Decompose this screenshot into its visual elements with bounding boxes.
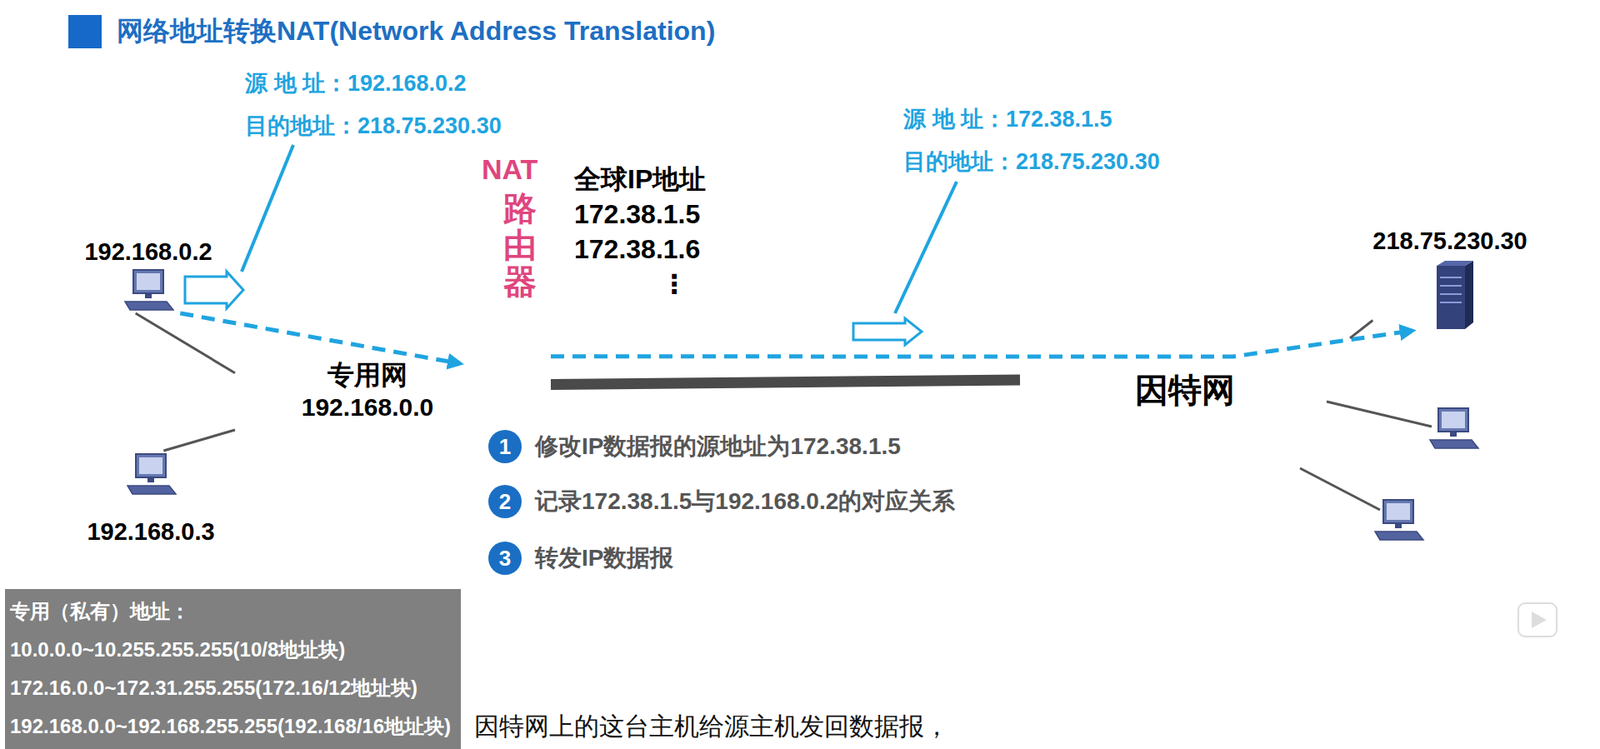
device-name: NAT	[481, 153, 538, 186]
step-text: 记录172.38.1.5与192.168.0.2的对应关系	[535, 487, 955, 516]
step-number: 2	[488, 485, 522, 519]
node-label: 192.168.0.2	[84, 237, 212, 267]
host-icon	[1375, 500, 1424, 540]
leader-line	[241, 145, 294, 272]
packet-icon	[853, 318, 922, 345]
node-text: 10.0.0.0~10.255.255.255(10/8地址块)	[10, 630, 345, 670]
node-text: 172.38.1.5	[574, 196, 700, 232]
step-number: 3	[488, 541, 522, 575]
node-text: 192.168.0.0	[301, 391, 434, 424]
dashed-arrow	[180, 313, 460, 364]
callout-text: 目的地址：218.75.230.30	[245, 110, 502, 141]
network-cloud: 专用网192.168.0.0	[235, 300, 500, 463]
callout-bubble: 全球IP地址172.38.1.5172.38.1.6⋮	[560, 153, 720, 312]
callout-text: 源 地 址：192.168.0.2	[245, 68, 467, 99]
callout-text: 源 地 址：172.38.1.5	[903, 104, 1113, 135]
node-text: 192.168.0.0~192.168.255.255(192.168/16地址…	[10, 707, 451, 746]
node-label: ROUTER	[487, 395, 523, 405]
wire	[163, 430, 235, 451]
wire	[1300, 468, 1380, 510]
wire	[550, 380, 1020, 385]
callout-number: 3	[499, 545, 511, 572]
wire	[1326, 401, 1432, 427]
host-icon	[1430, 408, 1479, 449]
server-icon	[1425, 259, 1475, 331]
step-number: 1	[488, 430, 522, 464]
wire	[1350, 320, 1373, 339]
host-node: 192.168.0.3	[86, 450, 215, 547]
node-text: 172.16.0.0~172.31.255.255(172.16/12地址块)	[10, 669, 418, 708]
node-text: ⋮	[660, 266, 688, 302]
node-text: 172.38.1.6	[574, 231, 700, 267]
host-node: 192.168.0.2	[84, 237, 212, 314]
dashed-arrow	[550, 330, 1412, 357]
step-text: 转发IP数据报	[535, 544, 674, 573]
leader-line	[895, 181, 957, 314]
step-text: 修改IP数据报的源地址为172.38.1.5	[535, 432, 901, 461]
host-icon	[124, 450, 178, 498]
callout-text: 目的地址：218.75.230.30	[903, 146, 1160, 177]
node-label: 192.168.0.3	[86, 517, 215, 547]
node-label: 专用网	[327, 358, 408, 392]
network-cloud: 因特网	[1020, 260, 1350, 521]
note-panel: 专用（私有）地址：10.0.0.0~10.255.255.255(10/8地址块…	[5, 589, 461, 749]
wire	[135, 313, 235, 374]
packet-icon	[185, 271, 244, 309]
title-square	[68, 15, 102, 49]
callout-number: 1	[499, 434, 511, 460]
server-node: 218.75.230.30	[1372, 226, 1527, 331]
title: 网络地址转换NAT(Network Address Translation)	[116, 13, 715, 50]
node-label: 因特网	[1135, 367, 1235, 414]
play-icon	[1518, 603, 1557, 637]
callout-number: 2	[499, 489, 511, 515]
node-label: 专用（私有）地址：	[10, 592, 190, 631]
node-label: 218.75.230.30	[1372, 226, 1527, 256]
subtitle: 因特网上的这台主机给源主机发回数据报，	[474, 710, 950, 745]
router-node: ROUTER	[459, 342, 551, 413]
host-icon	[121, 266, 175, 314]
node-label: 全球IP地址	[574, 161, 706, 197]
device-name: 路由器	[503, 190, 537, 300]
